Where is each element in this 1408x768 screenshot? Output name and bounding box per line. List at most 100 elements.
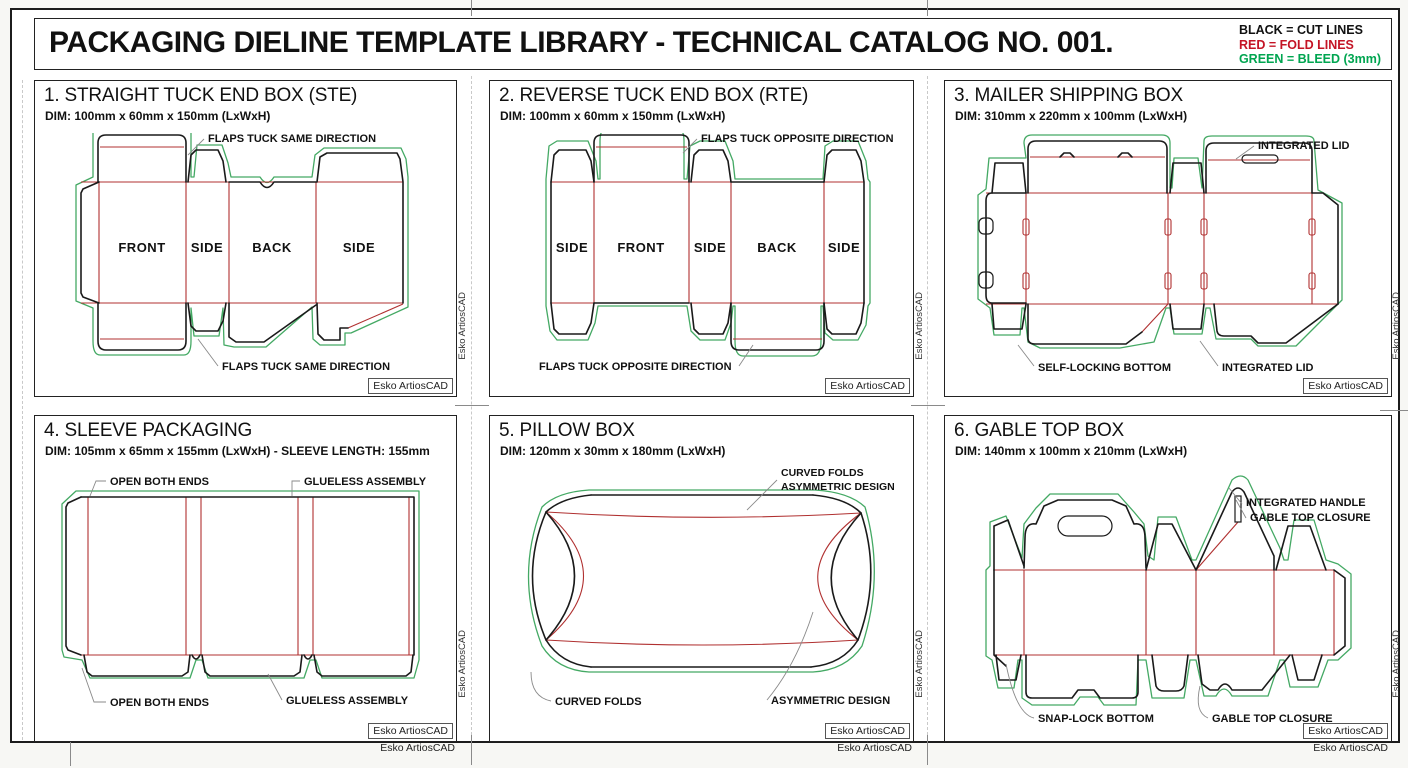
crop-mark — [471, 735, 472, 765]
panel-mailer-shipping-box: 3. MAILER SHIPPING BOX DIM: 310mm x 220m… — [944, 80, 1392, 397]
panel-reverse-tuck-end-box: 2. REVERSE TUCK END BOX (RTE) DIM: 100mm… — [489, 80, 914, 397]
face-back: BACK — [757, 240, 797, 255]
fold-slots — [1022, 218, 1316, 290]
esko-artioscad-label: Esko ArtiosCAD — [368, 378, 453, 394]
register-mark — [1380, 410, 1408, 411]
panel-dimensions: DIM: 140mm x 100mm x 210mm (LxWxH) — [955, 444, 1188, 458]
panel-pillow-box: 5. PILLOW BOX DIM: 120mm x 30mm x 180mm … — [489, 415, 914, 742]
panel-title: 1. STRAIGHT TUCK END BOX (STE) — [44, 85, 358, 106]
bleed-outline — [985, 475, 1352, 706]
annotation-snap-lock-bottom: SNAP-LOCK BOTTOM — [1038, 713, 1154, 725]
bleed-outline — [545, 133, 871, 357]
fold-lines — [994, 521, 1335, 656]
annotation-glueless-assembly-top: GLUELESS ASSEMBLY — [304, 476, 427, 488]
panel-title: 5. PILLOW BOX — [499, 420, 635, 441]
fold-lines — [551, 146, 864, 340]
bleed-outline — [977, 134, 1343, 349]
annotation-curved-folds-top: CURVED FOLDS — [781, 467, 864, 479]
leader-line — [1228, 487, 1243, 505]
crop-mark — [927, 735, 928, 765]
margin-brand-mark: Esko ArtiosCAD — [380, 742, 455, 754]
leader-line — [1235, 145, 1255, 160]
face-side-3: SIDE — [828, 240, 860, 255]
annotation-asymmetric-top: ASYMMETRIC DESIGN — [781, 481, 895, 493]
annotation-self-locking-bottom: SELF-LOCKING BOTTOM — [1038, 362, 1171, 374]
vertical-brand-mark: Esko ArtiosCAD — [1391, 292, 1402, 360]
dieline-ste: FRONT SIDE BACK SIDE FLAPS TUCK SAME DIR… — [75, 133, 409, 373]
margin-guide-left — [22, 80, 23, 740]
annotation-open-both-ends-bottom: OPEN BOTH ENDS — [110, 697, 209, 709]
register-mark — [911, 405, 945, 406]
annotation-flaps-top: FLAPS TUCK OPPOSITE DIRECTION — [701, 133, 894, 145]
crop-mark — [471, 0, 472, 16]
panel-title: 4. SLEEVE PACKAGING — [44, 420, 253, 441]
annotation-curved-folds-bottom: CURVED FOLDS — [555, 696, 642, 708]
face-side-1: SIDE — [191, 240, 223, 255]
dieline-sleeve: OPEN BOTH ENDS GLUELESS ASSEMBLY OPEN BO… — [61, 476, 427, 709]
leader-line — [746, 479, 778, 511]
face-labels: SIDE FRONT SIDE BACK SIDE — [556, 240, 860, 255]
legend-bleed: GREEN = BLEED (3mm) — [1238, 52, 1381, 66]
leader-line — [187, 138, 205, 156]
fold-lines — [986, 156, 1338, 333]
leader-line — [682, 138, 698, 154]
leader-line — [89, 480, 106, 497]
annotation-integrated-lid-bottom: INTEGRATED LID — [1222, 362, 1314, 374]
legend-fold-lines: RED = FOLD LINES — [1238, 37, 1354, 52]
dieline-rte: SIDE FRONT SIDE BACK SIDE FLAPS TUCK OPP… — [539, 133, 894, 373]
dieline-gable: INTEGRATED HANDLE GABLE TOP CLOSURE SNAP… — [985, 475, 1371, 725]
legend-cut-lines: BLACK = CUT LINES — [1238, 23, 1363, 37]
leader-line — [1199, 340, 1219, 367]
esko-artioscad-label: Esko ArtiosCAD — [825, 723, 910, 739]
leader-line — [766, 611, 814, 701]
panel-title: 2. REVERSE TUCK END BOX (RTE) — [499, 85, 809, 106]
column-guide-1 — [471, 76, 472, 740]
annotation-flaps-top: FLAPS TUCK SAME DIRECTION — [208, 133, 376, 145]
fold-lines — [545, 511, 862, 646]
vertical-brand-mark: Esko ArtiosCAD — [1391, 630, 1402, 698]
leader-line — [530, 671, 552, 702]
title-bar: PACKAGING DIELINE TEMPLATE LIBRARY - TEC… — [34, 18, 1392, 70]
dieline-mailer: INTEGRATED LID SELF-LOCKING BOTTOM INTEG… — [977, 134, 1350, 374]
panel-dimensions: DIM: 120mm x 30mm x 180mm (LxWxH) — [500, 444, 726, 458]
leader-line — [1235, 499, 1247, 519]
leader-line — [1197, 685, 1209, 719]
annotation-flaps-bottom: FLAPS TUCK SAME DIRECTION — [222, 361, 390, 373]
column-guide-2 — [927, 76, 928, 740]
bleed-outline — [75, 133, 409, 356]
esko-artioscad-label: Esko ArtiosCAD — [1303, 378, 1388, 394]
leader-line — [1005, 663, 1035, 719]
bleed-outline — [527, 489, 875, 673]
cut-lines — [978, 140, 1339, 345]
cut-lines — [550, 134, 865, 351]
panel-dimensions: DIM: 100mm x 60mm x 150mm (LxWxH) — [500, 109, 726, 123]
annotation-gable-top-closure-top: GABLE TOP CLOSURE — [1250, 512, 1371, 524]
annotation-glueless-assembly-bottom: GLUELESS ASSEMBLY — [286, 695, 409, 707]
face-front: FRONT — [617, 240, 664, 255]
leader-line — [738, 344, 754, 367]
panel-sleeve-packaging: 4. SLEEVE PACKAGING DIM: 105mm x 65mm x … — [34, 415, 457, 742]
panel-title: 6. GABLE TOP BOX — [954, 420, 1124, 441]
vertical-brand-mark: Esko ArtiosCAD — [914, 630, 925, 698]
margin-brand-mark: Esko ArtiosCAD — [837, 742, 912, 754]
face-side-2: SIDE — [694, 240, 726, 255]
page-title: PACKAGING DIELINE TEMPLATE LIBRARY - TEC… — [49, 26, 1114, 59]
panel-straight-tuck-end-box: 1. STRAIGHT TUCK END BOX (STE) DIM: 100m… — [34, 80, 457, 397]
annotation-gable-top-closure-bottom: GABLE TOP CLOSURE — [1212, 713, 1333, 725]
face-front: FRONT — [118, 240, 165, 255]
crop-mark — [70, 740, 71, 766]
dieline-pillow: CURVED FOLDS ASYMMETRIC DESIGN CURVED FO… — [527, 467, 895, 708]
annotation-asymmetric-bottom: ASYMMETRIC DESIGN — [771, 695, 890, 707]
face-side-1: SIDE — [556, 240, 588, 255]
panel-dimensions: DIM: 100mm x 60mm x 150mm (LxWxH) — [45, 109, 271, 123]
leader-line — [1017, 344, 1035, 367]
panel-dimensions: DIM: 310mm x 220mm x 100mm (LxWxH) — [955, 109, 1188, 123]
vertical-brand-mark: Esko ArtiosCAD — [457, 630, 468, 698]
panel-title: 3. MAILER SHIPPING BOX — [954, 85, 1183, 106]
cut-lines — [80, 134, 404, 351]
crop-mark — [927, 0, 928, 16]
leader-line — [267, 673, 283, 701]
register-mark — [455, 405, 489, 406]
annotation-integrated-lid-top: INTEGRATED LID — [1258, 140, 1350, 152]
face-side-2: SIDE — [343, 240, 375, 255]
